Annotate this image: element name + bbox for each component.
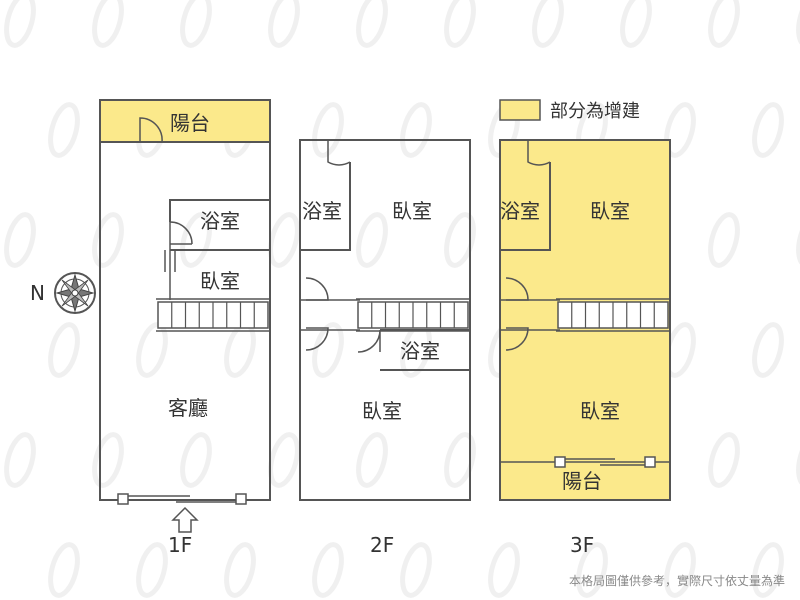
compass-north-label: N (30, 281, 45, 305)
f2-bath-top-door-icon (327, 140, 351, 166)
legend-label: 部分為增建 (550, 101, 640, 122)
f1-living-label: 客廳 (168, 396, 208, 420)
f3-hall-door-bottom-icon (505, 327, 529, 351)
f1-outline (99, 99, 271, 501)
f1-floor-label: 1F (168, 533, 192, 557)
f2-hall-door-bottom-icon (305, 327, 329, 351)
f2-bed-bottom-label: 臥室 (362, 399, 402, 423)
f3-stairs (556, 298, 670, 332)
disclaimer-note: 本格局圖僅供參考，實際尺寸依丈量為準 (569, 573, 785, 588)
f1-balcony-door-icon (139, 117, 163, 143)
floor-1f: 陽台 浴室 臥室 客廳 1F (99, 99, 271, 557)
f1-balcony-label: 陽台 (170, 111, 210, 135)
f3-outline (499, 139, 671, 501)
f2-bath-top-label: 浴室 (302, 199, 342, 223)
f1-bedroom-label: 臥室 (200, 269, 240, 293)
f3-sliding-door (554, 456, 656, 468)
f3-bed-bottom-label: 臥室 (580, 399, 620, 423)
f1-balcony-area (100, 100, 270, 142)
f2-outline (299, 139, 471, 501)
f2-floor-label: 2F (370, 533, 394, 557)
f1-stairs (156, 298, 270, 332)
legend-swatch (499, 99, 541, 121)
f3-balcony-label: 陽台 (562, 469, 602, 493)
f2-stairs (356, 298, 470, 332)
f1-sliding-door (117, 493, 247, 505)
f2-bed-top-label: 臥室 (392, 199, 432, 223)
f2-hall-door-top-icon (305, 277, 329, 301)
entrance-arrow-icon (171, 506, 199, 533)
f3-bath-label: 浴室 (500, 199, 540, 223)
f2-bath-mid-label: 浴室 (400, 339, 440, 363)
f1-bath-label: 浴室 (200, 209, 240, 233)
f3-bath-door-icon (527, 140, 551, 166)
f2-bath-mid-door-icon (357, 329, 381, 353)
compass-icon (54, 272, 96, 314)
f3-floor-label: 3F (570, 533, 594, 557)
f3-bed-top-label: 臥室 (590, 199, 630, 223)
floor-2f: 浴室 臥室 浴室 臥室 2F (299, 139, 471, 557)
f1-bath-door-icon (169, 221, 193, 245)
floor-3f: 浴室 臥室 臥室 陽台 3F (499, 139, 671, 557)
